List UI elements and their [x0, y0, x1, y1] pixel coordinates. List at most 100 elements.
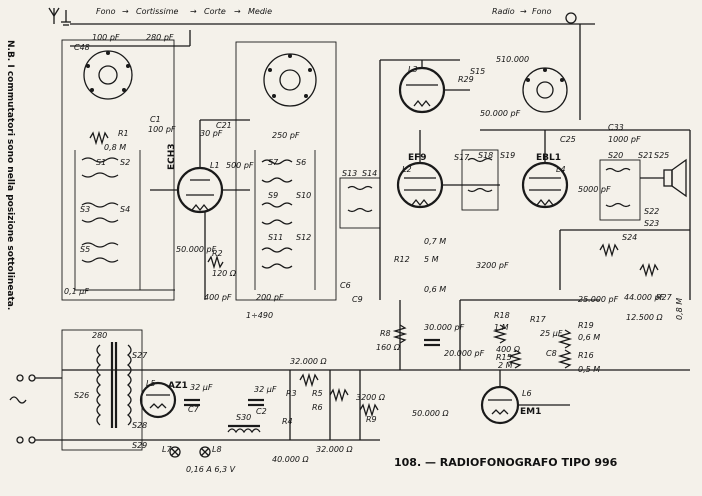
label-s29: S29	[132, 441, 147, 450]
label-r27: R27	[656, 293, 673, 302]
label-s9: S9	[268, 191, 278, 200]
label-c50000: 50.000 pF	[176, 245, 217, 254]
label-c2: C2	[256, 407, 267, 416]
coil-s7	[261, 159, 293, 165]
speaker-icon	[663, 158, 687, 198]
label-s12: S12	[296, 233, 311, 242]
label-c21: C21	[216, 121, 232, 130]
resistor-r27	[639, 262, 659, 278]
label-r6: R6	[312, 403, 323, 412]
resistor-r17	[507, 349, 523, 369]
if-transformer-2	[461, 149, 499, 211]
label-s24: S24	[622, 233, 637, 242]
label-r06m2: 0,6 M	[578, 333, 600, 342]
resistor-r6	[329, 387, 349, 403]
label-s26: S26	[74, 391, 89, 400]
wafer-switch-1	[83, 50, 133, 100]
resistor-r2	[207, 254, 224, 270]
label-c32uf2: 32 μF	[254, 385, 277, 394]
label-c400pf: 400 pF	[204, 293, 232, 302]
label-r1-value: 0,8 M	[104, 143, 126, 152]
label-r32000a: 32.000 Ω	[290, 357, 328, 366]
wafer-switch-3	[522, 67, 568, 113]
label-c100: 100 pF	[148, 125, 176, 134]
label-c1490: 1÷490	[246, 311, 273, 320]
label-c7: C7	[188, 405, 200, 414]
label-s7: S7	[268, 158, 279, 167]
label-r1: R1	[118, 129, 129, 138]
coil-s3	[81, 202, 119, 208]
coil-s6	[81, 257, 119, 263]
pilot-lamp-l8	[199, 446, 211, 458]
osc-section-frame	[235, 41, 337, 301]
label-r50000: 50.000 Ω	[412, 409, 450, 418]
label-r2: R2	[212, 249, 223, 258]
if-transformer-1	[339, 177, 381, 229]
label-c6: C6	[340, 281, 351, 290]
label-r2m: 2 M	[498, 361, 513, 370]
coil-s9	[261, 202, 293, 208]
label-c48: C48	[74, 43, 90, 52]
label-c32uf: 32 μF	[190, 383, 213, 392]
label-s10: S10	[296, 191, 311, 200]
label-az1: AZ1	[168, 381, 188, 391]
resistor-r8	[392, 324, 408, 344]
label-c1000: 1000 pF	[608, 135, 641, 144]
coil-s5	[81, 242, 119, 248]
label-c50k: 50.000 pF	[480, 109, 521, 118]
label-s13: S13	[342, 169, 357, 178]
coil-s8	[261, 177, 293, 183]
rf-section-frame	[61, 39, 175, 301]
label-r12: R12	[394, 255, 410, 264]
label-c20000: 20.000 pF	[444, 349, 485, 358]
label-s2: S2	[120, 158, 130, 167]
label-ebl1: EBL1	[536, 153, 561, 163]
label-c3200: 3200 pF	[476, 261, 509, 270]
earth-icon	[61, 10, 71, 26]
label-s22: S22	[644, 207, 659, 216]
pilot-lamp-l7	[169, 446, 181, 458]
label-l1: L1	[210, 161, 220, 170]
label-r16: R16	[578, 351, 594, 360]
filter-choke-icon	[227, 424, 261, 434]
label-r17: R17	[530, 315, 547, 324]
label-s21: S21	[638, 151, 653, 160]
label-c25000: 25.000 pF	[578, 295, 619, 304]
label-s14: S14	[362, 169, 377, 178]
label-r3200: 3200 Ω	[356, 393, 386, 402]
label-c25: C25	[560, 135, 576, 144]
label-arrow-3: →	[234, 7, 241, 16]
resistor-r9	[359, 402, 379, 418]
resistor-r15	[492, 324, 508, 344]
mains-transformer-icon	[96, 342, 132, 428]
label-r18: R18	[494, 311, 510, 320]
label-c500: 500 pF	[226, 161, 254, 170]
label-s20: S20	[608, 151, 623, 160]
label-ef9: EF9	[408, 153, 427, 163]
tube-em1-icon	[480, 385, 520, 425]
label-arrow-2: →	[190, 7, 197, 16]
label-em1: EM1	[520, 407, 541, 417]
coil-s10	[261, 219, 293, 225]
label-s11: S11	[268, 233, 283, 242]
label-s23: S23	[644, 219, 659, 228]
label-c33: C33	[608, 123, 624, 132]
label-s25: S25	[654, 151, 669, 160]
label-l6: L6	[522, 389, 532, 398]
coil-s12	[261, 263, 293, 269]
label-s1: S1	[96, 158, 106, 167]
label-arrow-1: →	[122, 7, 129, 16]
label-r1m: 1 M	[494, 323, 509, 332]
label-s18: S18	[478, 151, 493, 160]
label-c01uf: 0,1 μF	[64, 287, 89, 296]
figure-caption: 108. — RADIOFONOGRAFO TIPO 996	[394, 456, 618, 469]
resistor-r16	[557, 349, 573, 369]
label-r40000: 40.000 Ω	[272, 455, 310, 464]
label-s28: S28	[132, 421, 147, 430]
label-lamp-rating: 0,16 A 6,3 V	[186, 465, 236, 474]
label-c510: 510.000	[496, 55, 529, 64]
label-t280: 280	[92, 331, 107, 340]
label-radio-arrow: →	[520, 7, 527, 16]
label-medie: Medie	[248, 7, 272, 16]
